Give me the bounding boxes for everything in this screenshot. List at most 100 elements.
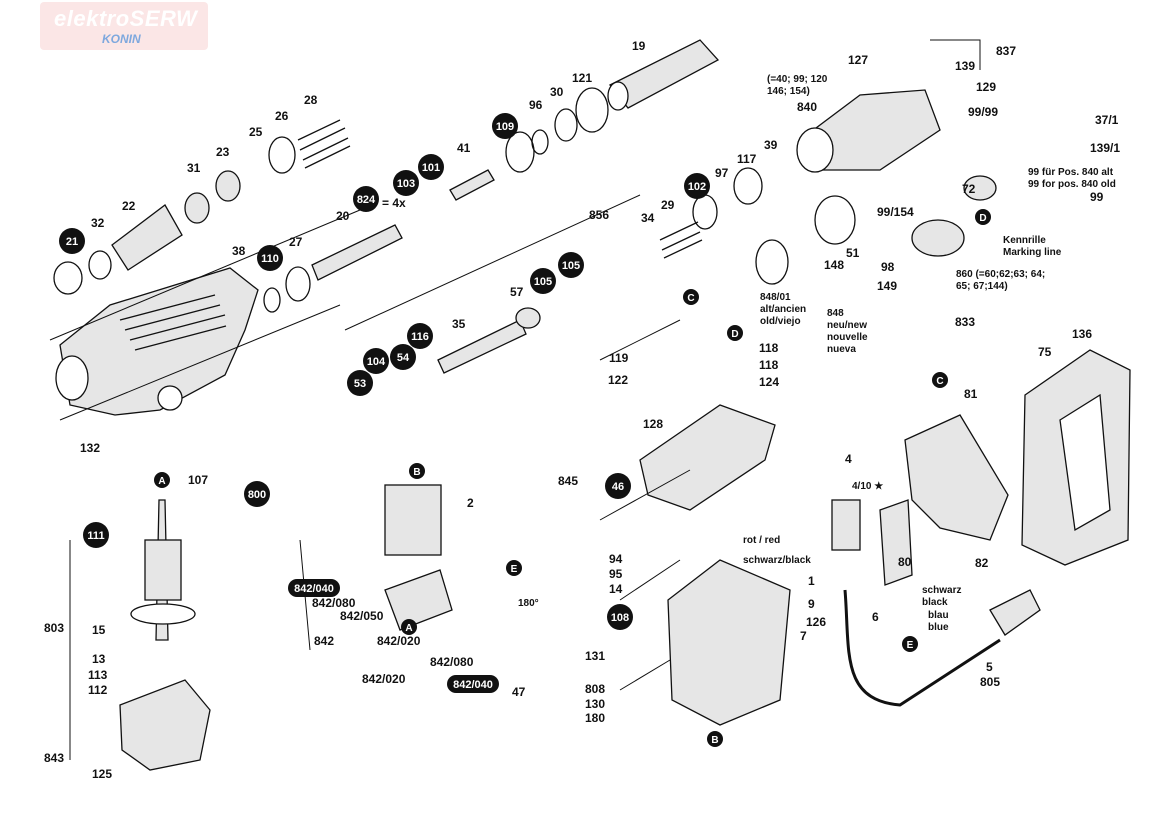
ref-label-r-118a: 118 <box>759 341 779 355</box>
ref-label-r-833: 833 <box>955 315 975 329</box>
ref-label-r-99b: 99 <box>1090 190 1104 204</box>
note-line: nouvelle <box>827 332 868 343</box>
badge-text-b-824: 824 <box>357 194 376 206</box>
ref-label-r-126: 126 <box>806 615 826 629</box>
bearing-121 <box>575 87 609 133</box>
ref-label-r-139-1: 139/1 <box>1090 141 1120 155</box>
note-line: 848 <box>827 308 844 319</box>
ref-label-r-30: 30 <box>550 85 564 99</box>
note-n-red: rot / red <box>743 535 780 546</box>
ref-label-r-845: 845 <box>558 474 578 488</box>
note-line: 99 für Pos. 840 alt <box>1028 167 1114 178</box>
spindle-tube-19-end <box>607 81 629 111</box>
note-line: 848/01 <box>760 292 791 303</box>
ref-label-r-128: 128 <box>643 417 663 431</box>
badge-text-b-53: 53 <box>354 378 366 390</box>
ref-label-r-136: 136 <box>1072 327 1092 341</box>
badge-b-800: 800 <box>244 481 270 507</box>
note-line: schwarz <box>922 585 961 596</box>
motor-housing-1 <box>667 559 791 726</box>
ref-label-r-51: 51 <box>846 246 860 260</box>
note-n-410: 4/10 ★ <box>852 481 883 492</box>
ref-label-r-57: 57 <box>510 285 524 299</box>
connector-l-D1: D <box>727 325 743 341</box>
connector-text-l-A2: A <box>405 623 412 634</box>
badge-text-b-21: 21 <box>66 236 78 248</box>
ref-label-r-840: 840 <box>797 100 817 114</box>
watermark-logo: elektroSERW KONIN <box>40 2 208 50</box>
connector-l-E2: E <box>902 636 918 652</box>
ref-label-r-81: 81 <box>964 387 978 401</box>
connector-text-l-C2: C <box>936 376 943 387</box>
bearing-51 <box>814 195 856 245</box>
ref-label-r-19: 19 <box>632 39 646 53</box>
connector-l-D2: D <box>975 209 991 225</box>
badge-b-105a: 105 <box>558 252 584 278</box>
note-line: blau <box>928 610 949 621</box>
ref-label-r-15: 15 <box>92 623 106 637</box>
brush-housing-843 <box>119 679 211 771</box>
ref-label-r-41: 41 <box>457 141 471 155</box>
shaft-41 <box>449 169 495 201</box>
fan-15 <box>130 603 196 625</box>
ref-label-r-4: 4 <box>845 452 852 466</box>
ref-label-r-31: 31 <box>187 161 201 175</box>
ref-label-r-26: 26 <box>275 109 289 123</box>
badge-b-102: 102 <box>684 173 710 199</box>
note-line: nueva <box>827 344 856 355</box>
field-coil-2 <box>384 484 442 556</box>
badge-b-110: 110 <box>257 245 283 271</box>
connector-l-B1: B <box>409 463 425 479</box>
note-line: 4/10 ★ <box>852 481 883 492</box>
plug-805 <box>989 589 1041 636</box>
badge-text-b-842-040b: 842/040 <box>453 679 493 691</box>
ref-label-r-805: 805 <box>980 675 1000 689</box>
ref-label-r-13: 13 <box>92 652 106 666</box>
striker-35 <box>437 319 527 374</box>
ref-label-r-80: 80 <box>898 555 912 569</box>
badge-text-b-104: 104 <box>367 356 386 368</box>
housing-38-nose <box>55 355 89 401</box>
ring-96 <box>531 129 549 155</box>
ref-label-r-72: 72 <box>962 182 976 196</box>
badge-text-b-108: 108 <box>611 612 629 624</box>
ref-label-r-32: 32 <box>91 216 105 230</box>
switch-4 <box>831 499 861 551</box>
ring-117 <box>733 167 763 205</box>
connector-text-l-E2: E <box>907 640 914 651</box>
handle-75-grip <box>1059 393 1111 532</box>
connector-l-A2: A <box>401 619 417 635</box>
motor-flange-840-bore <box>796 127 834 173</box>
ref-label-r-82: 82 <box>975 556 989 570</box>
ref-label-r-9: 9 <box>808 597 815 611</box>
watermark-brand-name: elektroSERW <box>54 6 198 31</box>
badge-text-b-111: 111 <box>87 530 104 542</box>
ref-label-r-97: 97 <box>715 166 729 180</box>
ring-32 <box>88 250 112 280</box>
ref-label-r-124: 124 <box>759 375 779 389</box>
ref-label-r-25: 25 <box>249 125 263 139</box>
ref-label-r-149: 149 <box>877 279 897 293</box>
ref-label-r-842: 842 <box>314 634 334 648</box>
field-coil-bracket-842 <box>384 569 453 631</box>
badge-b-842-040b: 842/040 <box>447 675 499 693</box>
ref-label-r-34: 34 <box>641 211 655 225</box>
badge-b-101: 101 <box>418 154 444 180</box>
badge-text-b-105b: 105 <box>534 276 552 288</box>
ref-label-r-112: 112 <box>88 683 108 697</box>
ref-label-r-125: 125 <box>92 767 112 781</box>
ref-label-r-129: 129 <box>976 80 996 94</box>
ref-label-r-122: 122 <box>608 373 628 387</box>
ref-label-r-1: 1 <box>808 574 815 588</box>
ring-109 <box>505 131 535 173</box>
ref-label-r-113: 113 <box>88 668 108 682</box>
ref-label-r-96: 96 <box>529 98 543 112</box>
armature-core <box>144 539 182 601</box>
ref-label-r-47: 47 <box>512 685 526 699</box>
ref-label-r-2: 2 <box>467 496 474 510</box>
ref-label-r-20: 20 <box>336 209 350 223</box>
ref-label-r-130: 130 <box>585 697 605 711</box>
